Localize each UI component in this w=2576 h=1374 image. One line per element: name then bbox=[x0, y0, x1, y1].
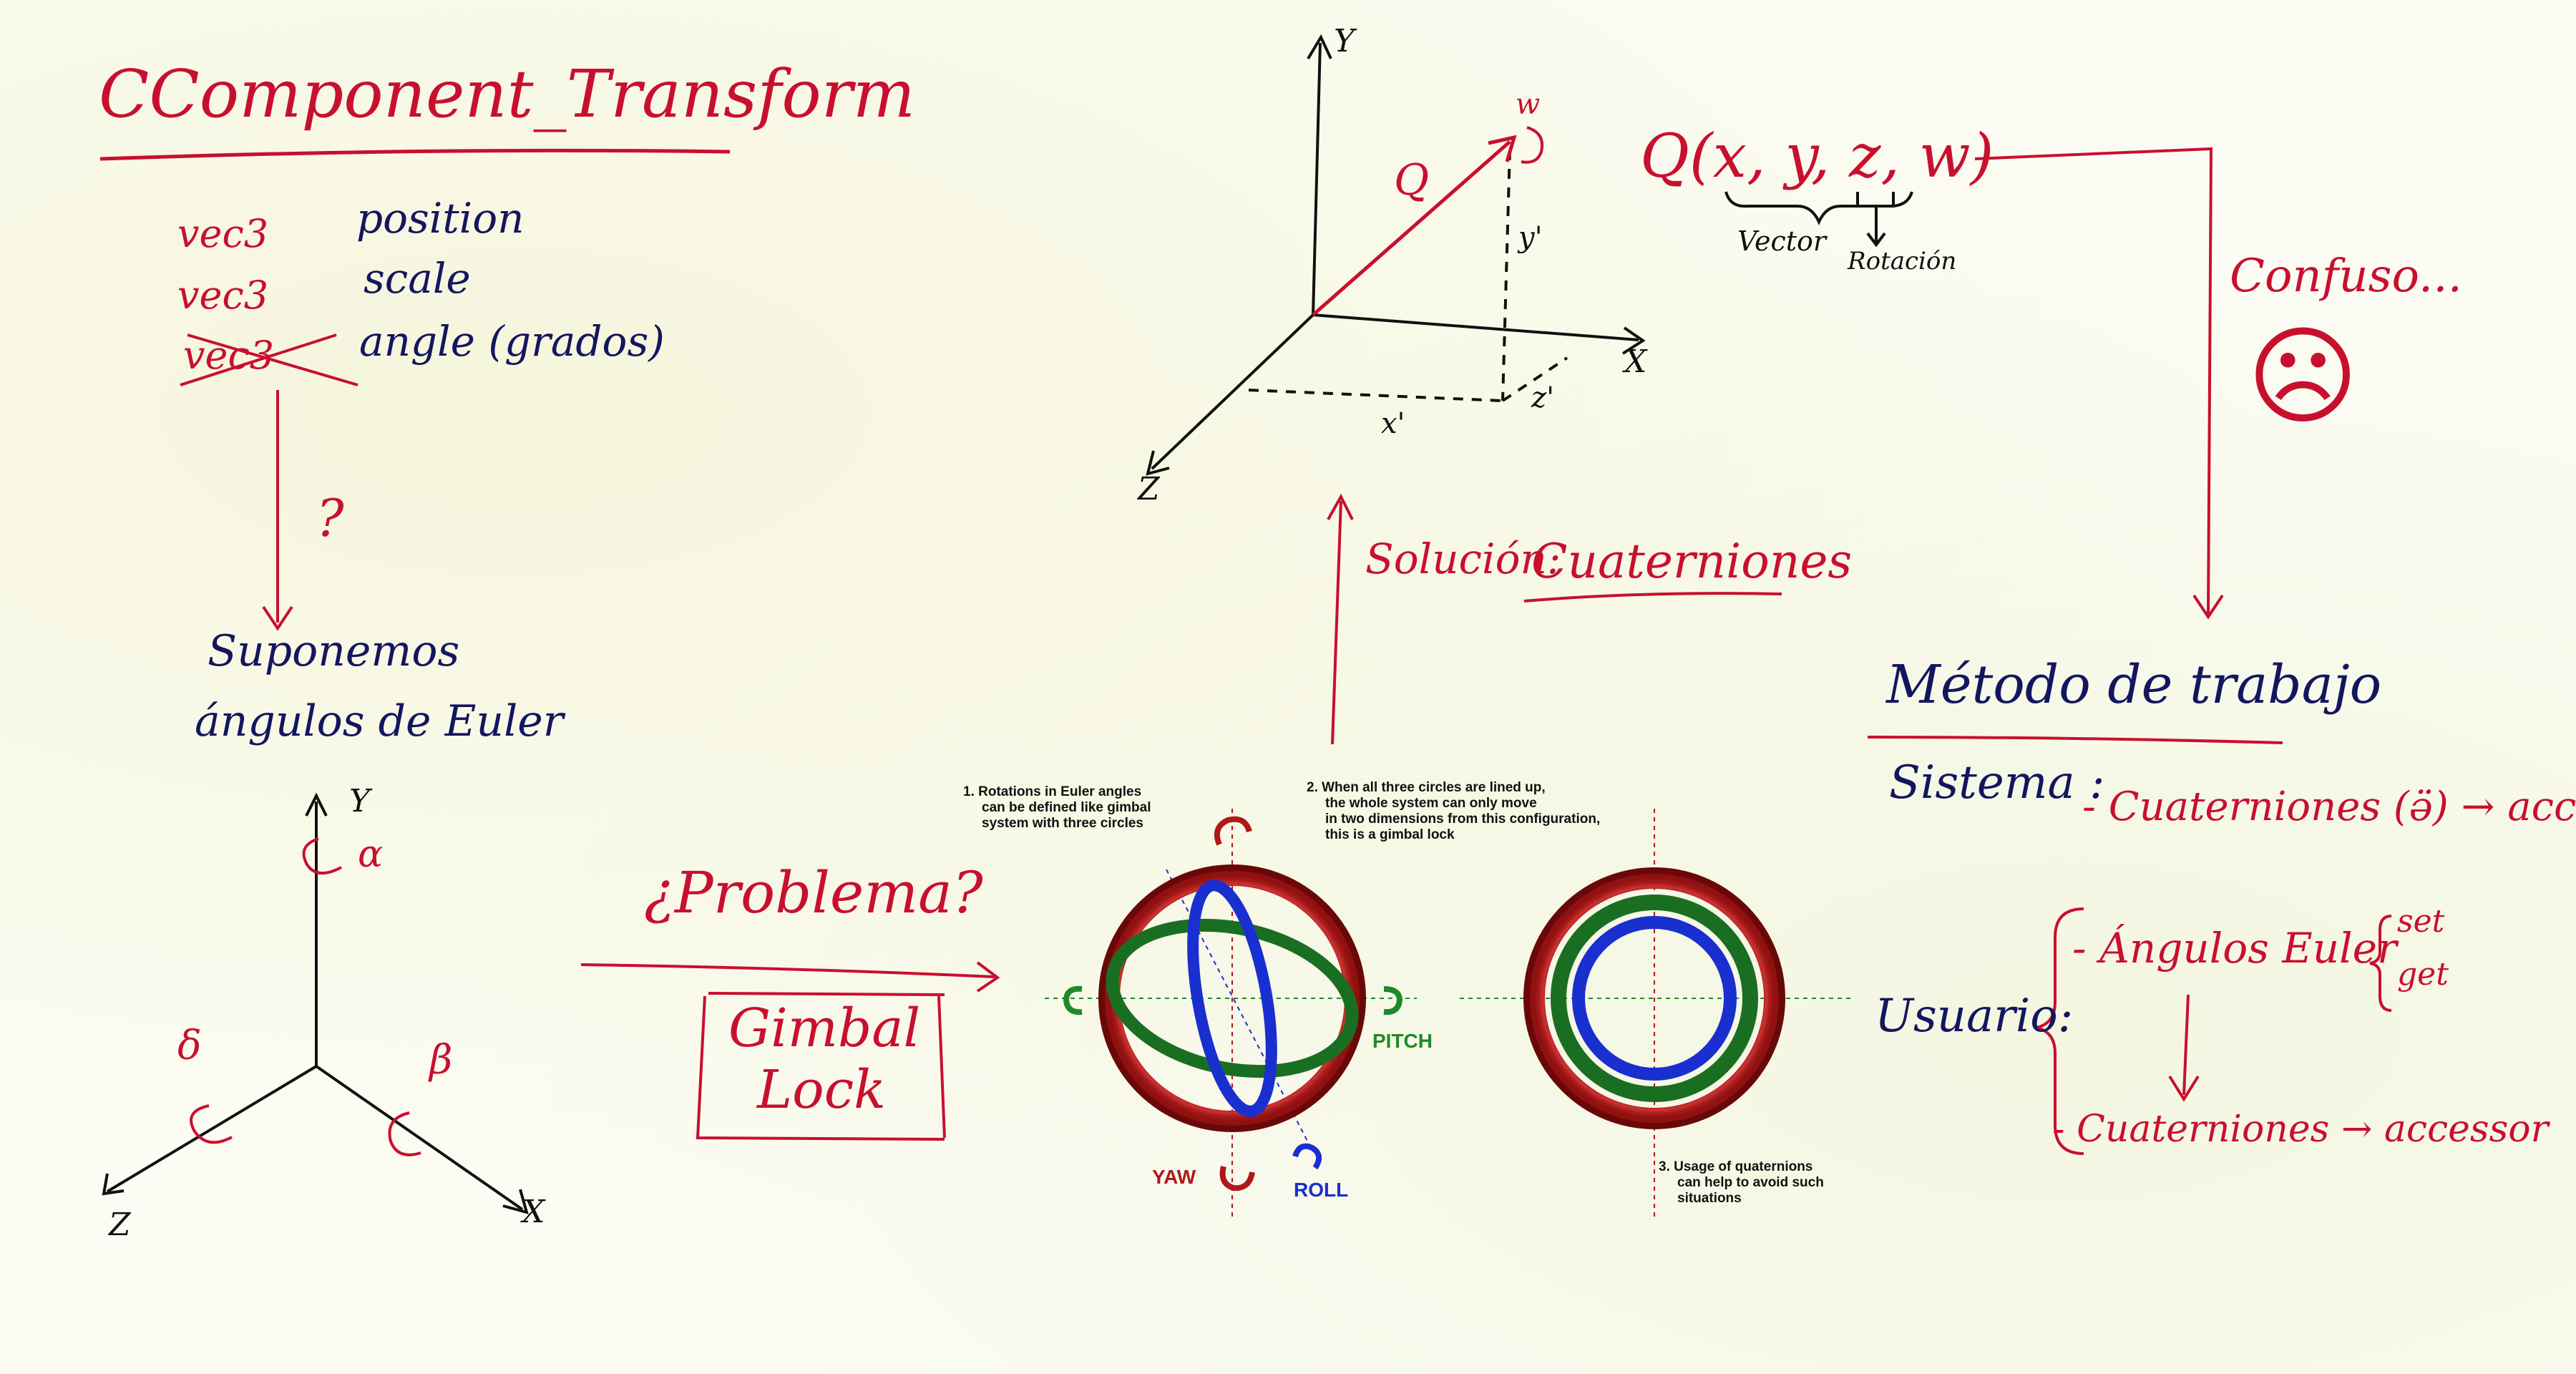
problem-arrow bbox=[580, 963, 995, 978]
member-name-position: position bbox=[356, 194, 525, 243]
gimbal-box-line-1: Gimbal bbox=[728, 998, 921, 1059]
quat-dashed-lines bbox=[1248, 150, 1568, 402]
problem-label: ¿Problema? bbox=[644, 859, 983, 926]
solution-value: Cuaterniones bbox=[1531, 534, 1853, 589]
gimbal-caption-2-line-4: this is a gimbal lock bbox=[1325, 827, 1455, 842]
gimbal-caption-2-line-3: in two dimensions from this configuratio… bbox=[1325, 812, 1601, 827]
gimbal-caption-2: 2. When all three circles are lined up, … bbox=[1307, 780, 1600, 843]
gimbal-caption-1: 1. Rotations in Euler angles can be defi… bbox=[963, 784, 1151, 832]
member-type-angle: vec3 bbox=[183, 333, 275, 378]
quat-y-prime-label: y' bbox=[1518, 221, 1543, 254]
assumption-line-1: Suponemos bbox=[208, 626, 460, 676]
method-user-get: get bbox=[2397, 956, 2449, 993]
method-system-value: - Cuaterniones (ӛ) → accesor bbox=[2082, 784, 2576, 830]
gimbal-roll-label: ROLL bbox=[1294, 1179, 1349, 1201]
solution-arrow-head bbox=[1327, 493, 1354, 520]
confusion-text: Confuso... bbox=[2230, 250, 2462, 303]
solution-arrow bbox=[1331, 500, 1342, 745]
gimbal-box-line-2: Lock bbox=[757, 1059, 886, 1121]
gimbal-caption-2-line-1: 2. When all three circles are lined up, bbox=[1307, 780, 1546, 795]
gimbal-figure-2 bbox=[1460, 809, 1853, 1217]
euler-to-quat-arrow-head bbox=[2168, 1075, 2200, 1102]
gimbal-lock-box bbox=[696, 992, 946, 1141]
sad-face-icon: ☹ bbox=[2247, 315, 2359, 439]
euler-rotation-arrows bbox=[190, 837, 421, 1156]
gimbal-pitch-label: PITCH bbox=[1372, 1030, 1433, 1052]
angle-strike-line bbox=[187, 333, 358, 386]
gimbal-caption-3: 3. Usage of quaternions can help to avoi… bbox=[1659, 1159, 1824, 1207]
gimbal-caption-1-line-2: can be defined like gimbal bbox=[982, 800, 1151, 815]
method-title: Método de trabajo bbox=[1886, 654, 2382, 716]
method-system-label: Sistema : bbox=[1889, 756, 2105, 809]
member-name-scale: scale bbox=[364, 254, 471, 303]
solution-label: Solución: bbox=[1365, 535, 1561, 583]
quat-z-prime-label: z' bbox=[1531, 381, 1555, 414]
method-user-quat: - Cuaterniones → accessor bbox=[2052, 1108, 2549, 1151]
question-mark: ? bbox=[316, 488, 344, 548]
method-user-set: set bbox=[2397, 903, 2445, 940]
member-type-scale: vec3 bbox=[177, 273, 269, 318]
angle-strike-line-2 bbox=[180, 333, 337, 386]
method-user-euler: - Ángulos Euler bbox=[2072, 924, 2397, 973]
gimbal-caption-2-line-2: the whole system can only move bbox=[1325, 796, 1537, 811]
euler-beta-label: β bbox=[429, 1037, 453, 1083]
assumption-line-2: ángulos de Euler bbox=[195, 696, 564, 746]
gimbal-figure-1 bbox=[1045, 809, 1417, 1217]
quaternion-rotation-label: Rotación bbox=[1848, 247, 1957, 276]
gimbal-yaw-label: YAW bbox=[1152, 1166, 1196, 1188]
euler-delta-label: δ bbox=[177, 1023, 202, 1069]
vector-brace bbox=[1724, 191, 1913, 225]
rotation-brace bbox=[1856, 192, 1895, 248]
problem-arrow-head bbox=[976, 961, 1000, 993]
gimbal-caption-3-line-2: can help to avoid such bbox=[1677, 1175, 1824, 1190]
quat-axis-y-label: Y bbox=[1334, 23, 1355, 59]
member-name-angle: angle (grados) bbox=[359, 317, 665, 366]
gimbal-caption-3-line-3: situations bbox=[1677, 1191, 1742, 1206]
quat-axes bbox=[1146, 34, 1646, 476]
method-underline bbox=[1867, 736, 2283, 744]
q-vector-head bbox=[1488, 135, 1517, 162]
quat-axis-z-label: Z bbox=[1138, 471, 1160, 507]
quat-w-label: w bbox=[1516, 88, 1541, 121]
page-title: CComponent_Transform bbox=[99, 56, 915, 132]
quat-axis-x-label: X bbox=[1624, 344, 1647, 380]
gimbal-caption-1-line-3: system with three circles bbox=[982, 816, 1143, 831]
gimbal-caption-3-line-1: 3. Usage of quaternions bbox=[1659, 1159, 1813, 1174]
q-vector bbox=[1312, 140, 1511, 316]
quaternion-vector-label: Vector bbox=[1737, 225, 1827, 257]
title-underline bbox=[99, 148, 731, 161]
w-rotation-arrow bbox=[1521, 126, 1543, 164]
confuso-arrow-head bbox=[2192, 594, 2224, 620]
quat-x-prime-label: x' bbox=[1381, 407, 1405, 440]
member-type-position: vec3 bbox=[177, 211, 269, 256]
euler-alpha-label: α bbox=[358, 833, 384, 876]
euler-axis-z-label: Z bbox=[109, 1207, 131, 1243]
quat-q-label: Q bbox=[1394, 155, 1430, 205]
euler-axis-x-label: X bbox=[522, 1194, 545, 1230]
euler-to-quat-arrow bbox=[2182, 994, 2190, 1096]
quaternion-formula: Q(x, y, z, w) bbox=[1640, 121, 1994, 191]
user-brace bbox=[2036, 907, 2084, 1155]
gimbal-caption-1-line-1: 1. Rotations in Euler angles bbox=[963, 784, 1142, 799]
confuso-path bbox=[1974, 147, 2213, 616]
euler-axes bbox=[102, 792, 529, 1214]
cuaterniones-underline bbox=[1523, 592, 1782, 603]
arrow-down-euler-head bbox=[262, 605, 293, 631]
set-get-brace bbox=[2369, 915, 2392, 1012]
method-user-label: Usuario: bbox=[1875, 990, 2074, 1043]
euler-axis-y-label: Y bbox=[349, 783, 371, 819]
